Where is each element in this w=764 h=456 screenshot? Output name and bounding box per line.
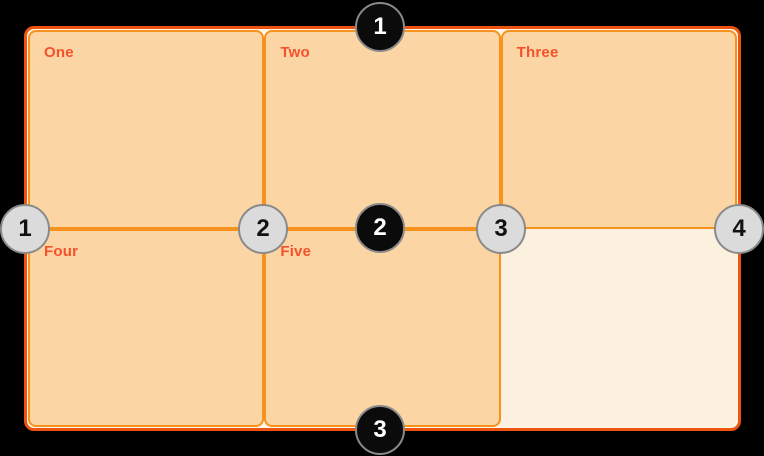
grid-container: One Two Three Four Five — [24, 26, 741, 431]
cell-label: Four — [44, 242, 79, 260]
column-line-marker-3: 3 — [476, 204, 526, 254]
grid-cell-four: Four — [28, 228, 265, 427]
column-line-marker-2: 2 — [238, 204, 288, 254]
grid-cell-one: One — [28, 30, 265, 229]
cell-label: Two — [280, 44, 310, 61]
row-line-marker-3: 3 — [355, 405, 405, 455]
grid-cell-two: Two — [264, 30, 501, 229]
column-line-marker-4: 4 — [714, 204, 764, 254]
grid-cell-three: Three — [500, 30, 737, 229]
row-line-marker-1: 1 — [355, 2, 405, 52]
cell-label: One — [44, 44, 74, 61]
empty-grid-cell — [500, 228, 737, 427]
cell-label: Three — [516, 44, 559, 61]
grid-cell-five: Five — [264, 228, 501, 427]
row-line-marker-2: 2 — [355, 203, 405, 253]
column-line-marker-1: 1 — [0, 204, 50, 254]
cell-label: Five — [280, 242, 312, 260]
